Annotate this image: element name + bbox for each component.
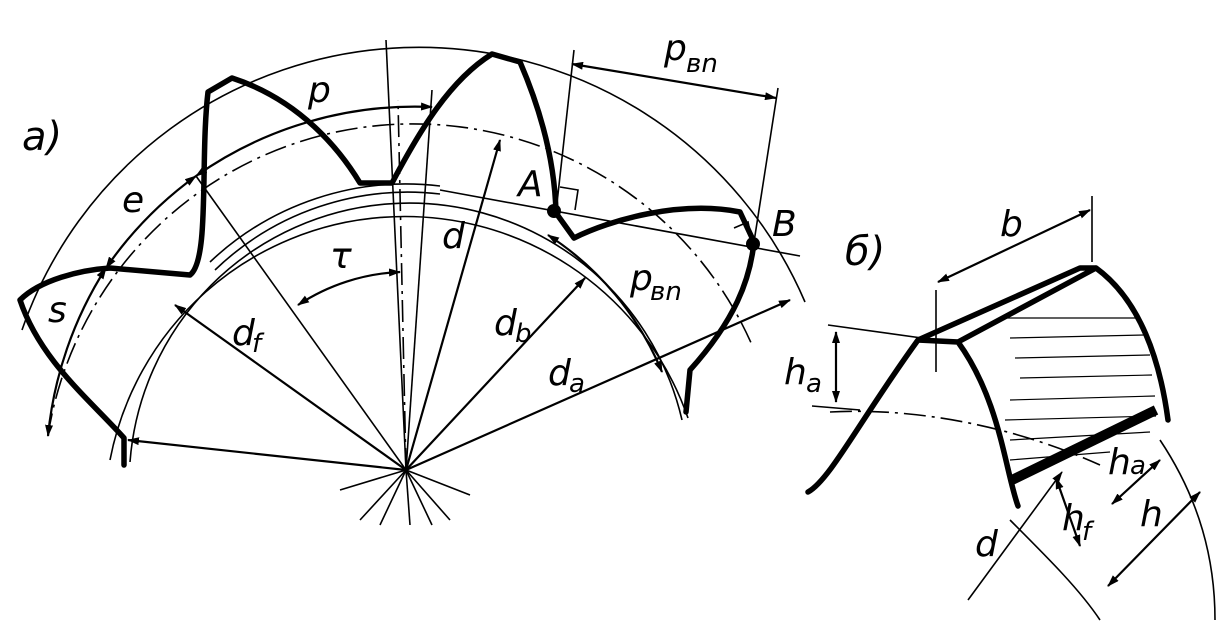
tip-circle <box>21 46 806 331</box>
ref-diameter-leader <box>967 471 1063 601</box>
thickness-arc <box>45 267 107 437</box>
base-pitch-top-sub: вn <box>686 49 718 79</box>
point-b-dot <box>746 237 760 251</box>
ref-diameter-line <box>404 139 502 471</box>
pitch-label: p <box>307 70 331 111</box>
base-pitch-side-sub: вn <box>650 277 682 307</box>
right-angle-a <box>559 186 579 211</box>
addendum-ext-bottom <box>811 405 861 411</box>
base-diameter-label: d <box>494 303 518 344</box>
base-circle <box>109 215 689 461</box>
figure-b-panel-label: б) <box>845 229 885 275</box>
figure-b-tooth-section: б) b h a h f h a h d <box>784 196 1216 621</box>
root-circle-inner-2 <box>214 191 441 271</box>
addendum-label: h <box>784 352 807 393</box>
tip-diameter-line <box>405 298 791 472</box>
point-a-label: A <box>516 164 543 205</box>
base-pitch-top-label: p <box>663 28 687 69</box>
addendum-right-sub: a <box>1130 451 1146 481</box>
reference-line <box>829 410 1101 466</box>
ref-diameter-label: d <box>442 216 466 257</box>
addendum-sub: a <box>806 369 822 399</box>
tip-diameter-left-line <box>127 437 407 472</box>
point-b-label: B <box>772 204 797 245</box>
figure-a-spur-gear: a) p e s τ d d f d b d a p вn p вn A B <box>17 28 806 526</box>
right-angle-b <box>733 220 753 241</box>
tip-arc <box>1009 519 1101 621</box>
thickness-label: s <box>48 290 67 331</box>
point-a-dot <box>547 204 561 218</box>
space-arc <box>105 175 197 269</box>
root-diameter-sub: f <box>252 329 265 359</box>
whole-depth-label: h <box>1140 494 1163 535</box>
dedendum-dimension <box>1054 477 1082 547</box>
ref-diameter-label-b: d <box>975 524 999 565</box>
base-pitch-side-label: p <box>629 258 653 299</box>
root-circle-inner <box>209 183 441 263</box>
angle-tau-arc <box>297 268 401 306</box>
root-diameter-label: d <box>232 313 256 354</box>
whole-depth-arc-outer <box>1159 439 1216 621</box>
width-label: b <box>1000 204 1023 245</box>
dedendum-sub: f <box>1082 517 1095 547</box>
width-dimension <box>937 209 1091 283</box>
space-label: e <box>122 180 144 221</box>
tip-diameter-label: d <box>548 353 572 394</box>
whole-depth-dimension <box>1107 491 1201 587</box>
base-diameter-sub: b <box>515 319 532 349</box>
line-of-action <box>439 189 801 257</box>
base-pitch-ext-b <box>753 87 779 243</box>
addendum-ext-top <box>827 324 937 341</box>
figure-a-panel-label: a) <box>22 114 62 160</box>
angle-tau-label: τ <box>330 236 352 277</box>
pitch-arc <box>195 102 433 177</box>
base-pitch-side-arc <box>547 234 664 373</box>
addendum-right-label: h <box>1108 442 1131 483</box>
root-diameter-line <box>174 304 407 471</box>
base-pitch-top-line <box>571 61 777 101</box>
tip-diameter-sub: a <box>569 369 585 399</box>
flank-hatching <box>1000 317 1157 461</box>
root-band <box>1009 405 1159 485</box>
dedendum-label: h <box>1062 498 1085 539</box>
base-pitch-ext-a <box>555 49 575 213</box>
